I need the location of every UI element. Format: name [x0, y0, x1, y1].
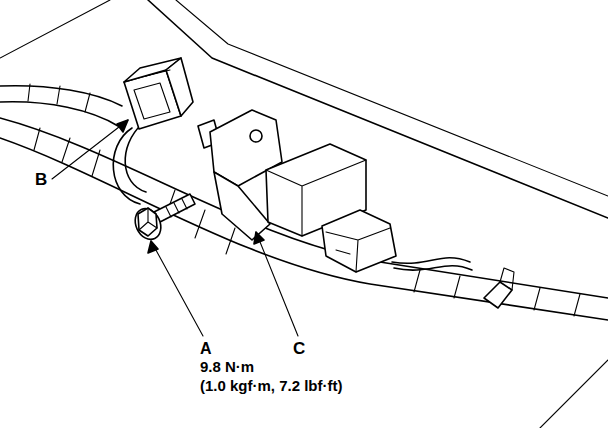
leader-line — [256, 232, 298, 336]
panel-edge — [0, 0, 110, 58]
panel-edge — [176, 0, 608, 196]
wire-harness — [0, 138, 608, 320]
harness-tape — [34, 128, 580, 316]
mounting-hole — [250, 130, 262, 142]
arrow-head — [117, 120, 128, 132]
bolt-shank — [154, 194, 195, 222]
harness-clip — [500, 268, 514, 290]
bolt-head — [139, 208, 157, 230]
wire-harness — [0, 86, 122, 106]
callout-letter: B — [34, 171, 48, 190]
sensor-connector — [322, 210, 396, 272]
sensor-connector — [326, 228, 390, 272]
harness-clip — [484, 282, 512, 308]
bolt-thread — [166, 199, 187, 217]
wire — [125, 124, 146, 192]
arrow-head — [148, 241, 158, 253]
leader-line — [151, 241, 203, 336]
sensor-bracket — [214, 172, 270, 240]
bolt-washer — [130, 204, 165, 243]
callout-letter: A — [199, 340, 213, 358]
callout-letter: C — [292, 340, 306, 359]
wire — [394, 266, 472, 270]
leader-line — [52, 120, 128, 179]
torque-value: (1.0 kgf·m, 7.2 lbf·ft) — [199, 378, 344, 395]
torque-value: 9.8 N·m — [199, 359, 255, 376]
wire-harness — [0, 118, 608, 298]
wire-harness — [0, 102, 118, 126]
wire — [113, 128, 140, 204]
connector-latch — [134, 70, 170, 119]
harness-tape — [28, 84, 90, 112]
wire — [392, 258, 470, 263]
arrow-head — [254, 232, 264, 244]
bolt-head — [138, 208, 157, 236]
connector — [166, 58, 193, 116]
panel-edge — [540, 360, 608, 428]
